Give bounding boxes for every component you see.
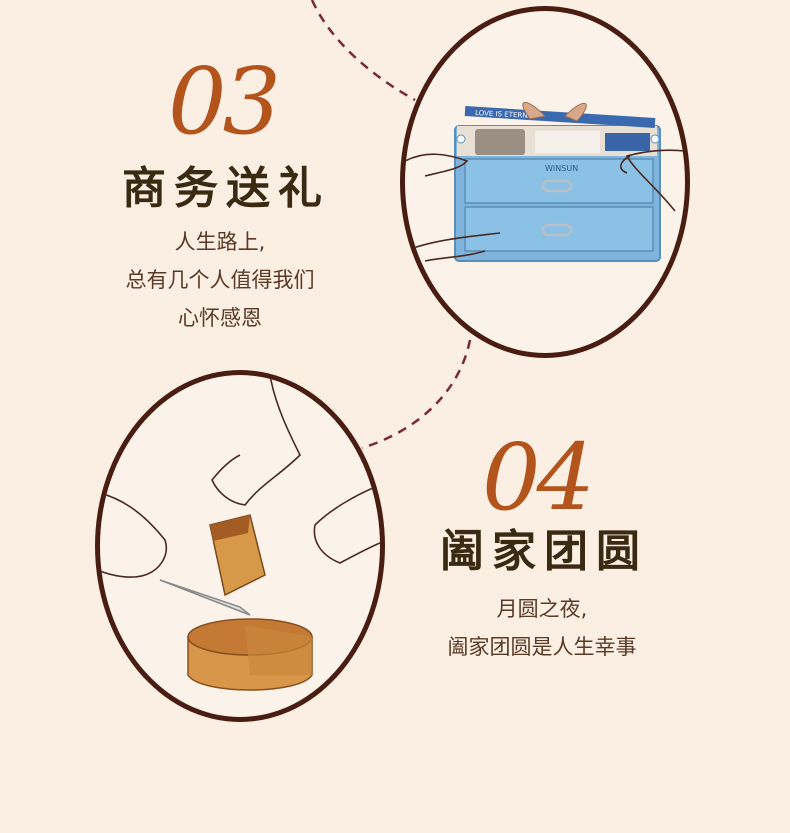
- section-03-number: 03: [168, 48, 281, 155]
- gift-box-illustration: WINSUN LOVE IS ETERNAL: [405, 102, 685, 262]
- section-03-title: 商务送礼: [122, 163, 330, 214]
- ribbon-text: LOVE IS ETERNAL: [475, 109, 537, 120]
- section-04-desc-line: 阖家团圆是人生幸事: [447, 635, 637, 659]
- gift-box-image: WINSUN LOVE IS ETERNAL: [400, 6, 690, 358]
- section-04-desc-line: 月圆之夜,: [496, 597, 588, 621]
- mooncake-illustration: [100, 375, 380, 691]
- section-03-desc-line: 总有几个人值得我们: [125, 268, 315, 292]
- section-03-desc-line: 人生路上,: [174, 230, 266, 254]
- section-04-description: 月圆之夜, 阖家团圆是人生幸事: [420, 590, 664, 666]
- section-04-title: 阖家团圆: [440, 526, 648, 577]
- section-03-description: 人生路上, 总有几个人值得我们 心怀感恩: [100, 223, 340, 337]
- section-04-number: 04: [482, 424, 595, 531]
- mooncake-image: [95, 370, 385, 722]
- box-brand-text: WINSUN: [545, 164, 578, 173]
- section-03-desc-line: 心怀感恩: [178, 306, 262, 330]
